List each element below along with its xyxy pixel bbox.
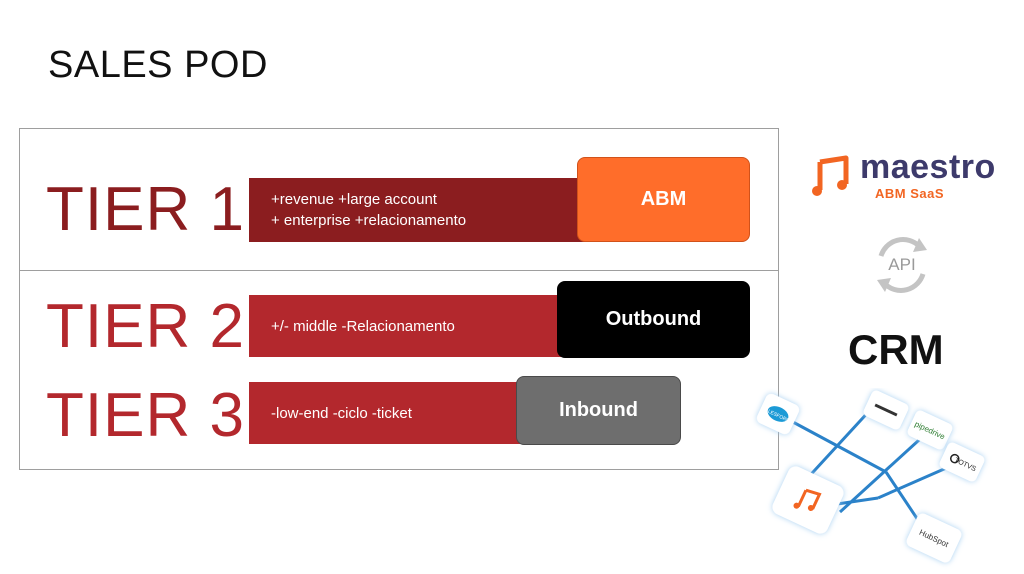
- maestro-logo: maestro ABM SaaS: [812, 148, 1002, 204]
- tiers-frame: [19, 128, 779, 470]
- api-label: API: [888, 255, 916, 274]
- tier-1-bar: +revenue +large account + enterprise +re…: [249, 178, 589, 242]
- tier-divider: [19, 270, 779, 271]
- tier-2-label: TIER 2: [46, 292, 245, 361]
- brand-tagline: ABM SaaS: [875, 186, 945, 201]
- tier-1-bar-line-2: + enterprise +relacionamento: [271, 212, 467, 229]
- brand-name: maestro: [860, 148, 996, 186]
- maestro-tile-logo: [772, 466, 844, 534]
- inbound-badge: Inbound: [516, 376, 681, 445]
- tier-3-bar: -low-end -ciclo -ticket: [249, 382, 529, 444]
- tier-3-bar-line-1: -low-end -ciclo -ticket: [271, 404, 412, 422]
- tier-1-bar-line-1: +revenue +large account: [271, 191, 437, 208]
- tier-2-bar-line-1: +/- middle -Relacionamento: [271, 317, 455, 335]
- tier-2-bar: +/- middle -Relacionamento: [249, 295, 569, 357]
- slide-title: SALES POD: [48, 44, 268, 86]
- tier-1-label: TIER 1: [46, 175, 245, 244]
- abm-badge: ABM: [577, 157, 750, 242]
- crm-label: CRM: [848, 326, 944, 373]
- pipedrive-logo: pipedrive: [907, 410, 953, 450]
- totvs-logo: TOTVS: [939, 442, 985, 482]
- sales-logo: [863, 390, 909, 430]
- music-note-icon: [812, 155, 849, 196]
- sync-arrows-icon: [877, 237, 927, 293]
- api-cycle: API: [869, 232, 935, 298]
- salesforce-logo: SALESFORCE: [756, 393, 800, 435]
- outbound-badge: Outbound: [557, 281, 750, 358]
- integrations-network: SALESFORCE pipedrive TOTVS HubSpot: [756, 390, 985, 563]
- tier-3-label: TIER 3: [46, 381, 245, 450]
- hubspot-logo: HubSpot: [906, 513, 962, 563]
